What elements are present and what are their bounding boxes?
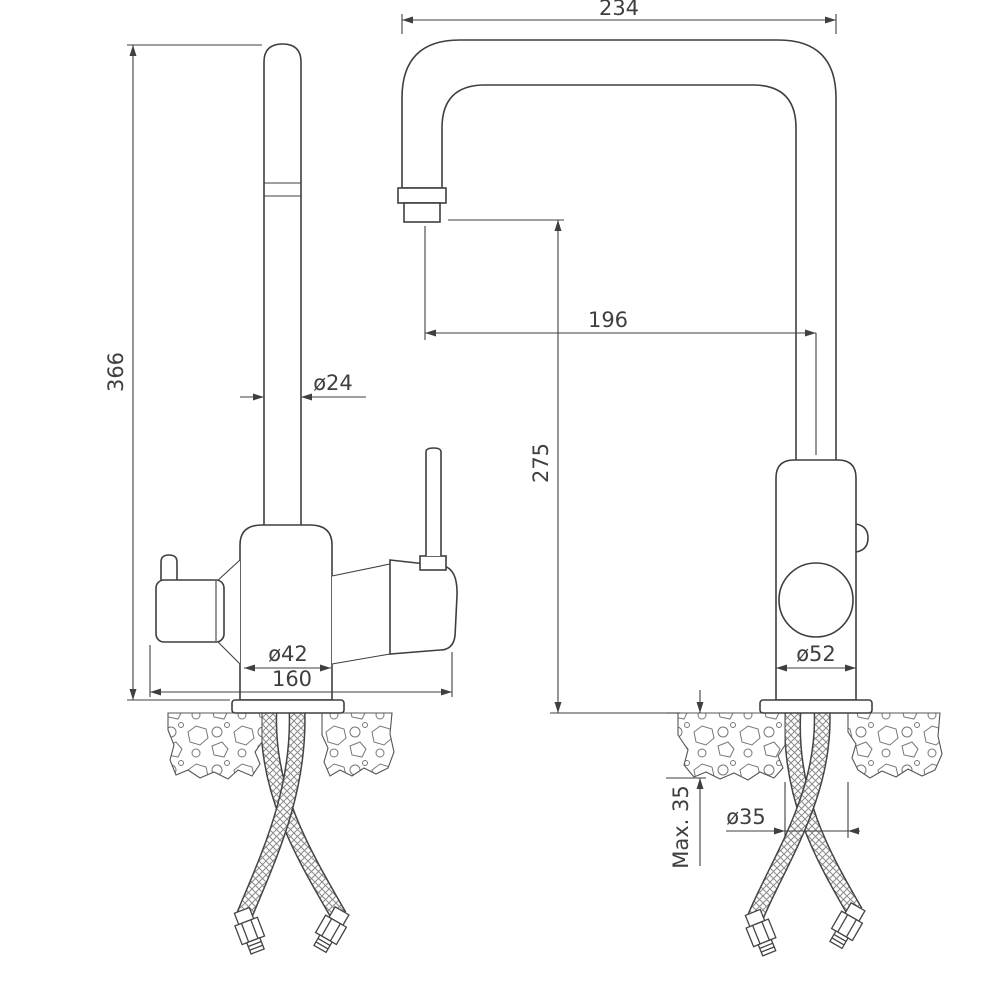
joint-sphere (778, 562, 854, 638)
left-view: 366 ø24 ø42 160 (104, 43, 458, 957)
dimension-366: 366 (104, 44, 262, 701)
hose-fitting (740, 907, 782, 959)
label-d35: ø35 (726, 805, 766, 829)
label-160: 160 (272, 667, 312, 691)
label-196: 196 (588, 308, 628, 332)
hose-fitting (229, 905, 270, 957)
front-view-hoses (740, 709, 870, 959)
left-view-hoses (229, 709, 354, 957)
spout-arch (401, 39, 837, 463)
dimension-d24: ø24 (240, 371, 366, 401)
dimension-d52: ø52 (776, 642, 856, 672)
label-d24: ø24 (313, 371, 353, 395)
label-234: 234 (599, 0, 639, 20)
dimension-d35: ø35 (726, 782, 860, 838)
left-view-faucet (155, 43, 458, 714)
dimension-275: 275 (448, 219, 676, 714)
label-275: 275 (529, 443, 553, 483)
handle-front (855, 523, 869, 553)
handle-lever (425, 447, 442, 556)
label-366: 366 (104, 352, 128, 392)
handle-body (389, 559, 458, 655)
dimension-160: 160 (149, 645, 453, 697)
aerator (397, 187, 447, 204)
dimension-d42: ø42 (244, 642, 331, 672)
dimension-234: 234 (401, 0, 837, 34)
left-view-deck (167, 712, 395, 780)
base-flange (231, 699, 345, 714)
dimension-196: 196 (424, 226, 817, 455)
filter-spout (155, 579, 225, 643)
label-d52: ø52 (796, 642, 836, 666)
front-view: 234 196 275 ø52 (397, 0, 943, 959)
faucet-body (239, 524, 333, 701)
front-view-deck (677, 712, 943, 781)
label-d42: ø42 (268, 642, 308, 666)
front-view-faucet (397, 39, 873, 714)
base-flange-front (759, 699, 873, 714)
label-max35: Max. 35 (669, 785, 693, 869)
dimension-max35: Max. 35 (666, 690, 706, 869)
